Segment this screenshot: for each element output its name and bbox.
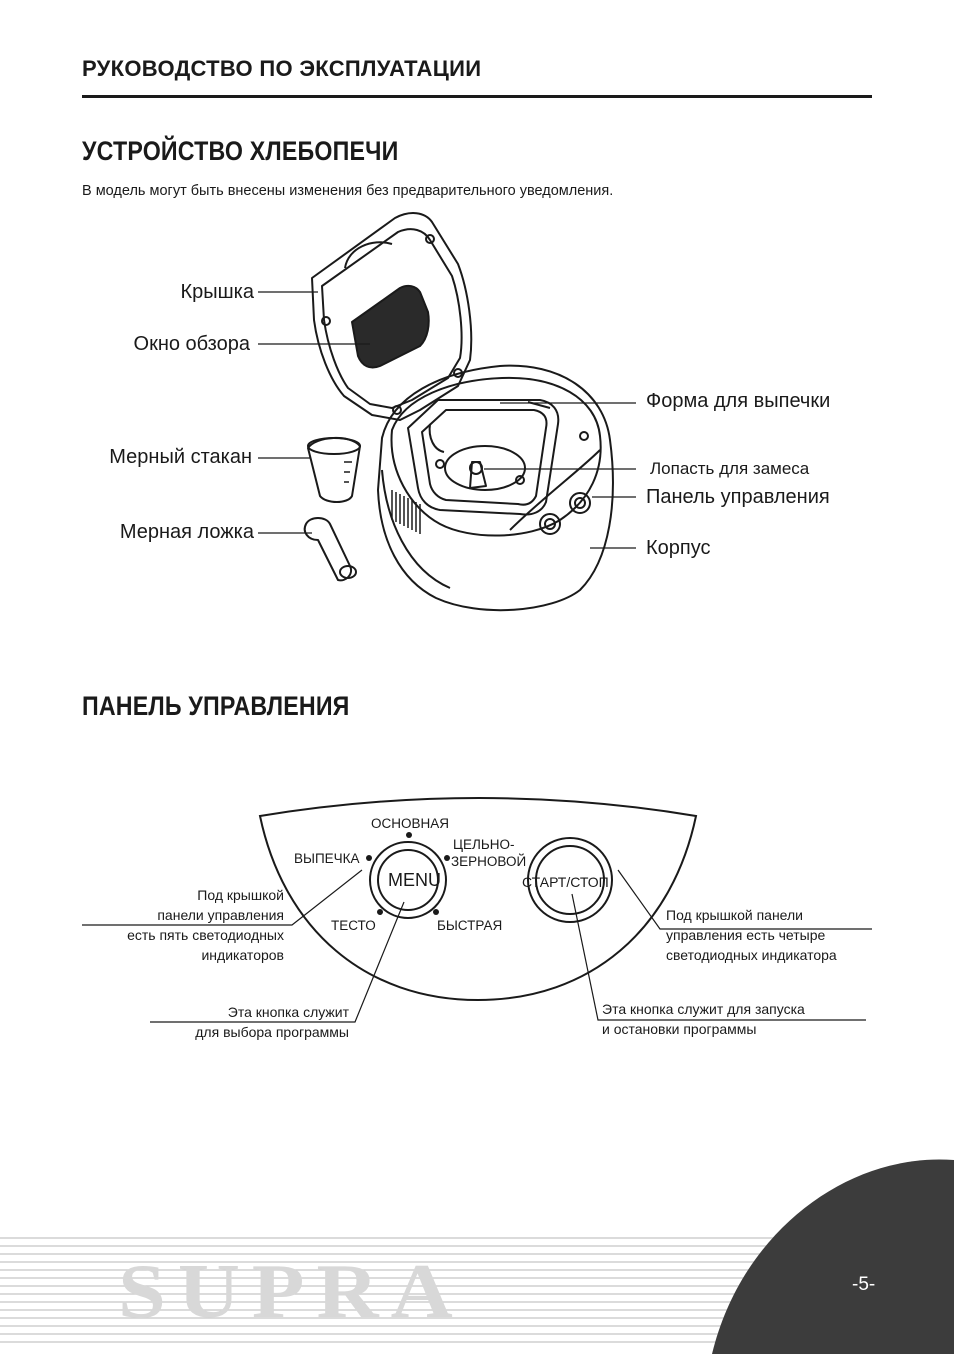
callout-five-leds-line: индикаторов (201, 947, 284, 963)
callout-four-leds-line: светодиодных индикатора (666, 947, 837, 963)
control-panel-outline (258, 797, 698, 1002)
indicator-quick: БЫСТРАЯ (437, 918, 503, 933)
label-body: Корпус (646, 537, 711, 559)
menu-button-ring (369, 841, 447, 919)
callout-menu-button: Эта кнопка служит для выбора программы (150, 1002, 349, 1042)
callout-five-leds-line: панели управления (157, 907, 284, 923)
label-measuring-cup: Мерный стакан (109, 446, 252, 468)
label-control-panel: Панель управления (646, 486, 830, 508)
led-bake (366, 855, 372, 861)
page-number: -5- (852, 1274, 876, 1295)
change-notice: В модель могут быть внесены изменения бе… (82, 183, 614, 199)
control-panel-section-title: ПАНЕЛЬ УПРАВЛЕНИЯ (82, 691, 350, 721)
led-whole-grain (444, 855, 450, 861)
label-baking-pan: Форма для выпечки (646, 390, 831, 412)
supra-logo: SUPRA (118, 1247, 465, 1334)
callout-menu-line: Эта кнопка служит (227, 1004, 349, 1020)
callout-start-line: Эта кнопка служит для запуска (602, 1001, 805, 1017)
callout-five-leds-line: есть пять светодиодных (127, 927, 284, 943)
lid-shape (311, 212, 473, 421)
label-kneading-paddle: Лопасть для замеса (650, 459, 810, 478)
label-measuring-spoon: Мерная ложка (119, 521, 254, 543)
indicator-basic: ОСНОВНАЯ (371, 816, 450, 831)
callout-five-leds: Под крышкой панели управления есть пять … (82, 885, 284, 965)
start-stop-button-label: СТАРТ/СТОП (522, 874, 609, 890)
callout-five-leds-line: Под крышкой (197, 887, 284, 903)
label-viewing-window: Окно обзора (133, 333, 250, 355)
indicator-bake: ВЫПЕЧКА (294, 851, 360, 866)
body-shape (377, 364, 614, 612)
led-quick (433, 909, 439, 915)
menu-button-label: MENU (388, 870, 441, 890)
header-rule (82, 95, 872, 98)
callout-four-leds-line: управления есть четыре (666, 927, 826, 943)
viewing-window (351, 284, 430, 369)
page-corner-disc (712, 1159, 954, 1354)
label-lid: Крышка (180, 281, 254, 303)
manual-header-title: РУКОВОДСТВО ПО ЭКСПЛУАТАЦИИ (82, 56, 482, 81)
callout-four-leds-line: Под крышкой панели (666, 907, 803, 923)
start-stop-button-ring (527, 837, 613, 923)
device-section-title: УСТРОЙСТВО ХЛЕБОПЕЧИ (82, 136, 399, 166)
indicator-whole-grain-2: ЗЕРНОВОЙ (451, 854, 527, 869)
indicator-whole-grain-1: ЦЕЛЬНО- (453, 837, 515, 852)
callout-start-stop-button: Эта кнопка служит для запуска и остановк… (602, 999, 805, 1039)
measuring-spoon (303, 517, 352, 582)
callout-four-leds: Под крышкой панели управления есть четыр… (666, 905, 837, 965)
led-dough (377, 909, 383, 915)
indicator-dough: ТЕСТО (331, 918, 376, 933)
callout-menu-line: для выбора программы (195, 1024, 349, 1040)
baking-pan (407, 399, 560, 516)
led-basic (406, 832, 412, 838)
callout-start-line: и остановки программы (602, 1021, 757, 1037)
